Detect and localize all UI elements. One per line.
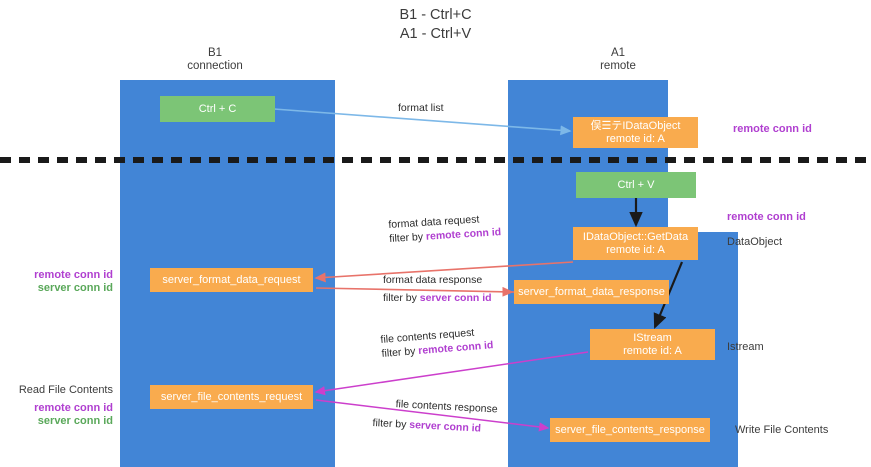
node-ctrl-v-line1: Ctrl + V: [617, 178, 655, 191]
annotation-write-file-contents-text: Write File Contents: [735, 424, 829, 436]
filter-prefix-3: filter by: [381, 345, 419, 360]
annotation-istream: Istream: [727, 341, 764, 354]
node-ctrl-c-line1: Ctrl + C: [198, 102, 237, 115]
lane-header-b1: B1 connection: [150, 47, 280, 73]
node-ctrl-c[interactable]: Ctrl + C: [160, 96, 275, 122]
annotation-left-mid-conn-ids: remote conn id server conn id: [0, 269, 113, 295]
lane-header-a1: A1 remote: [553, 47, 683, 73]
edge-label-file-contents-response-text: file contents response: [395, 398, 498, 416]
node-server-file-contents-request[interactable]: server_file_contents_request: [150, 385, 313, 409]
node-sfdres-line1: server_format_data_response: [518, 285, 665, 298]
annotation-dataobject: DataObject: [727, 236, 782, 249]
title-line-1: B1 - Ctrl+C: [399, 7, 472, 23]
node-ctrl-v[interactable]: Ctrl + V: [576, 172, 696, 198]
node-idataobject[interactable]: 俣☰テIDataObject remote id: A: [573, 117, 698, 148]
annotation-remote-conn-id-top-text: remote conn id: [733, 123, 812, 135]
filter-key-2: server conn id: [419, 292, 492, 304]
edge-label-format-data-response-text: format data response: [383, 274, 483, 286]
node-istream-line2: remote id: A: [623, 344, 682, 357]
annotation-left-low-server: server conn id: [37, 415, 113, 427]
annotation-left-low-conn-ids: remote conn id server conn id: [0, 402, 113, 428]
annotation-left-mid-remote: remote conn id: [34, 269, 113, 281]
annotation-left-low-remote: remote conn id: [34, 402, 113, 414]
annotation-istream-text: Istream: [727, 341, 764, 353]
annotation-read-file-contents-text: Read File Contents: [18, 384, 113, 396]
annotation-remote-conn-id-mid: remote conn id: [727, 211, 806, 224]
lane-header-a1-name: A1: [610, 47, 626, 59]
node-server-format-data-response[interactable]: server_format_data_response: [514, 280, 669, 304]
edge-label-format-data-response-filter: filter by server conn id: [383, 291, 492, 305]
annotation-left-mid-server: server conn id: [37, 282, 113, 294]
node-sfcreq-line1: server_file_contents_request: [160, 390, 303, 403]
edge-label-file-contents-response-filter: filter by server conn id: [372, 416, 497, 436]
edge-label-format-data-response: format data response filter by server co…: [383, 273, 492, 305]
node-idataobject-line2: remote id: A: [606, 132, 665, 145]
filter-key-4: server conn id: [408, 418, 482, 435]
section-divider: [0, 157, 871, 163]
edge-label-file-contents-response: file contents response filter by server …: [372, 396, 498, 436]
annotation-remote-conn-id-top: remote conn id: [733, 123, 812, 136]
node-server-format-data-request[interactable]: server_format_data_request: [150, 268, 313, 292]
title-line-2: A1 - Ctrl+V: [399, 26, 472, 42]
annotation-dataobject-text: DataObject: [727, 236, 783, 248]
node-istream-line1: IStream: [633, 331, 672, 344]
lane-header-a1-sub: remote: [600, 60, 636, 72]
node-getdata-line1: IDataObject::GetData: [582, 230, 689, 243]
filter-key-1: remote conn id: [425, 226, 502, 243]
node-getdata-line2: remote id: A: [606, 243, 665, 256]
edge-label-format-data-request: format data request filter by remote con…: [388, 211, 502, 246]
node-idataobject-line1: 俣☰テIDataObject: [590, 119, 681, 132]
annotation-remote-conn-id-mid-text: remote conn id: [727, 211, 806, 223]
annotation-read-file-contents: Read File Contents: [0, 384, 113, 397]
lane-header-b1-sub: connection: [187, 60, 243, 72]
filter-prefix-1: filter by: [388, 230, 427, 245]
annotation-write-file-contents: Write File Contents: [735, 424, 828, 437]
filter-prefix-4: filter by: [372, 416, 410, 431]
node-sfcres-line1: server_file_contents_response: [555, 423, 705, 436]
node-istream[interactable]: IStream remote id: A: [590, 329, 715, 360]
filter-prefix-2: filter by: [383, 292, 420, 304]
edge-label-file-contents-request: file contents request filter by remote c…: [380, 324, 494, 361]
node-sfdreq-line1: server_format_data_request: [162, 273, 301, 286]
edge-label-format-list: format list: [398, 102, 444, 114]
node-idataobject-getdata[interactable]: IDataObject::GetData remote id: A: [573, 227, 698, 260]
page-title: B1 - Ctrl+C A1 - Ctrl+V: [0, 6, 871, 44]
lane-header-b1-name: B1: [207, 47, 223, 59]
node-server-file-contents-response[interactable]: server_file_contents_response: [550, 418, 710, 442]
